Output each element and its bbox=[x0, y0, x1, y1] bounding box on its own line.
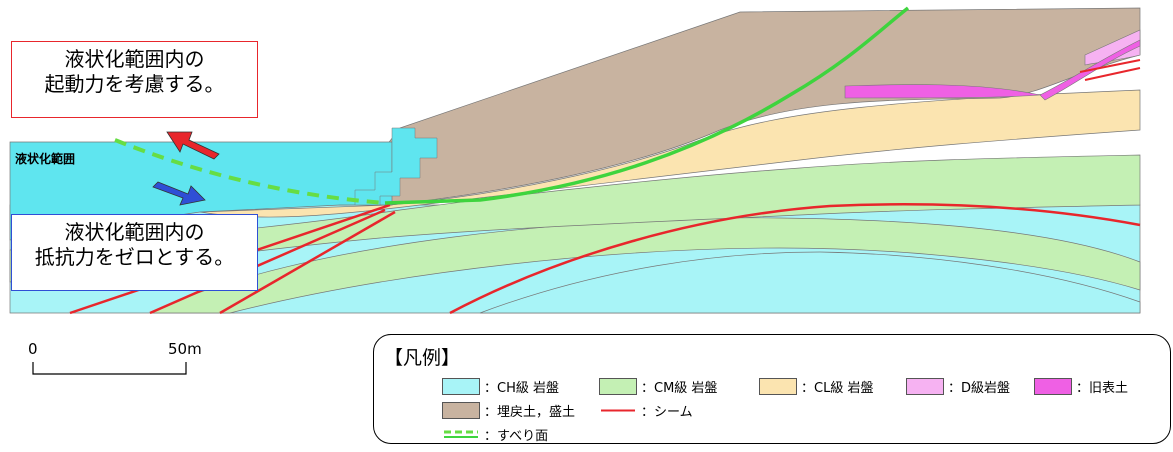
callout-line: 抵抗力をゼロとする。 bbox=[34, 245, 235, 269]
legend-label: ：シーム bbox=[641, 405, 693, 420]
legend-swatch bbox=[906, 378, 944, 395]
legend-label: ：すべり面 bbox=[484, 429, 549, 444]
old-topsoil-lens bbox=[844, 84, 1041, 99]
cm-rock-upper-band bbox=[9, 154, 1141, 283]
legend-item-cl: ：CL級 岩盤 bbox=[759, 377, 873, 396]
scale-end: 50m bbox=[168, 340, 202, 358]
legend-item-cm: ：CM級 岩盤 bbox=[599, 377, 717, 396]
scale-start: 0 bbox=[28, 340, 38, 358]
liquefaction-zone-label: 液状化範囲 bbox=[15, 152, 76, 166]
legend-item-seam: ：シーム bbox=[599, 401, 693, 420]
callout-line: 起動力を考慮する。 bbox=[44, 72, 225, 96]
callout-line: 液状化範囲内の bbox=[64, 220, 205, 244]
scale-line bbox=[32, 362, 187, 375]
resisting-force-arrow bbox=[152, 181, 206, 206]
d-rock-zone bbox=[1084, 29, 1141, 66]
legend-label: ：CM級 岩盤 bbox=[641, 381, 718, 396]
callout-resisting-force: 液状化範囲内の 抵抗力をゼロとする。 bbox=[11, 214, 258, 291]
seam-line bbox=[1079, 59, 1141, 81]
legend-item-slip-surface: ：すべり面 bbox=[442, 425, 548, 444]
legend-swatch bbox=[759, 378, 797, 395]
legend-item-d: ：D級岩盤 bbox=[906, 377, 1010, 396]
slip-surface-liquefied bbox=[114, 138, 386, 205]
legend-label: ：旧表土 bbox=[1076, 381, 1129, 396]
legend-swatch bbox=[1034, 378, 1072, 395]
legend-item-ch: ：CH級 岩盤 bbox=[442, 377, 559, 396]
legend-label: ：D級岩盤 bbox=[948, 381, 1011, 396]
legend-swatch bbox=[599, 402, 637, 419]
legend-item-backfill: ：埋戻土，盛土 bbox=[442, 401, 575, 420]
legend: 【凡例】 ：CH級 岩盤 ：CM級 岩盤 ：CL級 岩盤 ：D級岩盤 ：旧表土 … bbox=[373, 334, 1171, 444]
backfill-zone bbox=[339, 7, 1141, 206]
slip-surface bbox=[384, 6, 910, 205]
legend-swatch bbox=[442, 402, 480, 419]
legend-label: ：CL級 岩盤 bbox=[801, 381, 874, 396]
legend-item-old-topsoil: ：旧表土 bbox=[1034, 377, 1128, 396]
seam-line bbox=[219, 210, 396, 315]
driving-force-arrow bbox=[166, 131, 220, 160]
callout-driving-force: 液状化範囲内の 起動力を考慮する。 bbox=[11, 41, 258, 118]
callout-line: 液状化範囲内の bbox=[64, 47, 205, 71]
legend-title: 【凡例】 bbox=[384, 347, 461, 369]
legend-swatch bbox=[442, 378, 480, 395]
legend-swatch bbox=[599, 378, 637, 395]
cm-rock-inner-lens bbox=[479, 251, 1141, 314]
cm-rock-lower-band bbox=[149, 217, 1141, 314]
liquefied-steps bbox=[354, 127, 438, 206]
legend-label: ：CH級 岩盤 bbox=[484, 381, 559, 396]
legend-swatch bbox=[442, 426, 480, 443]
seam-line bbox=[449, 202, 1141, 315]
legend-label: ：埋戻土，盛土 bbox=[484, 405, 576, 420]
seam-line bbox=[149, 208, 386, 315]
scale-bar: 0 50m bbox=[0, 340, 220, 380]
